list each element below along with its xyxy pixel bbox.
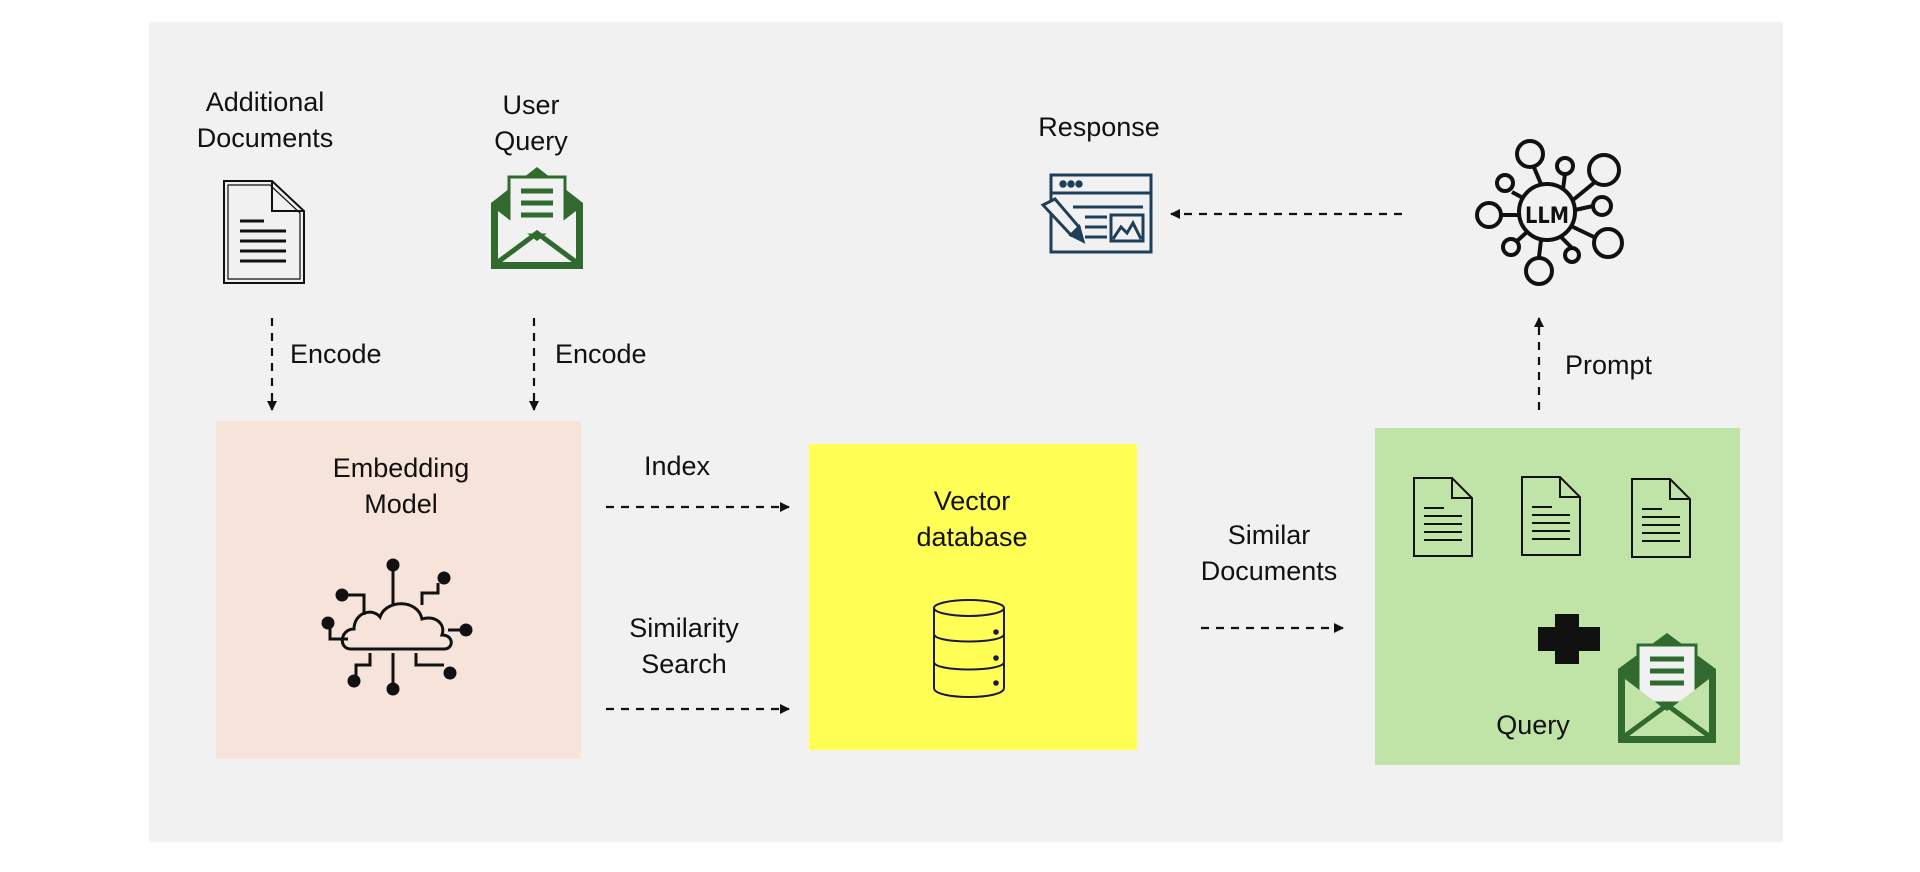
embedding-model-label: Embedding Model — [301, 450, 501, 522]
embedding-model-line1: Embedding — [332, 453, 470, 483]
similarity-search-label: Similarity Search — [609, 610, 759, 682]
document-icon — [1413, 477, 1473, 557]
similar-documents-line1: Similar — [1227, 520, 1311, 550]
web-page-edit-icon — [1040, 173, 1153, 254]
embedding-model-box — [216, 421, 581, 759]
vector-database-line2: database — [916, 522, 1028, 552]
encode-left-label: Encode — [290, 339, 382, 369]
query-label: Query — [1496, 710, 1570, 740]
similar-documents-line2: Documents — [1200, 556, 1338, 586]
similar-documents-label: Similar Documents — [1179, 517, 1359, 589]
document-icon — [1521, 476, 1581, 556]
llm-network-icon: LLM — [1475, 139, 1624, 286]
document-icon — [1631, 478, 1691, 558]
prompt-label: Prompt — [1565, 350, 1653, 380]
similarity-search-line2: Search — [641, 649, 727, 679]
vector-database-label: Vector database — [892, 483, 1052, 555]
encode-right-label: Encode — [555, 339, 647, 369]
user-query-line1: User — [502, 90, 560, 120]
response-label: Response — [1038, 112, 1160, 142]
document-icon — [223, 180, 305, 284]
index-label: Index — [643, 451, 711, 481]
plus-icon — [1538, 614, 1600, 664]
similarity-search-line1: Similarity — [629, 613, 739, 643]
user-query-line2: Query — [494, 126, 568, 156]
cloud-network-icon — [321, 558, 473, 696]
envelope-icon — [1618, 633, 1716, 743]
additional-documents-line1: Additional — [205, 87, 325, 117]
envelope-icon — [491, 167, 583, 269]
llm-text: LLM — [1525, 204, 1569, 229]
database-icon — [933, 599, 1005, 698]
additional-documents-label: Additional Documents — [175, 84, 355, 156]
vector-database-box — [809, 444, 1137, 750]
embedding-model-line2: Model — [364, 489, 438, 519]
user-query-label: User Query — [471, 87, 591, 159]
vector-database-line1: Vector — [933, 486, 1011, 516]
additional-documents-line2: Documents — [196, 123, 334, 153]
